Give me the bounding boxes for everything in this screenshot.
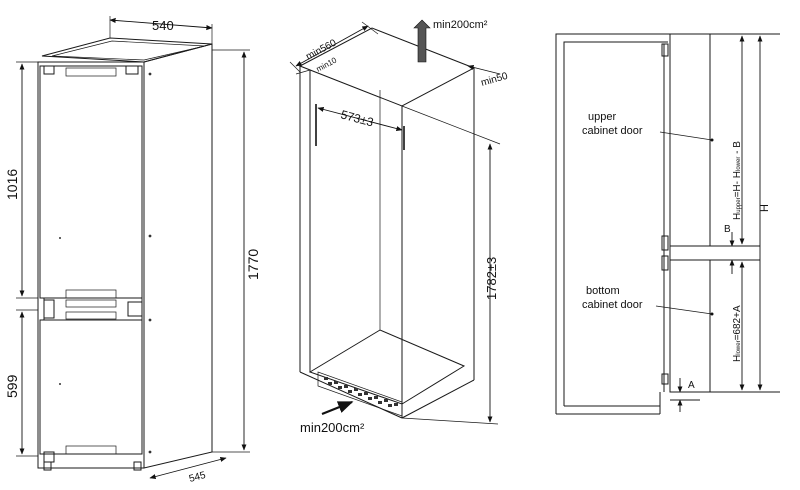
gap-b-label: B	[724, 224, 731, 235]
depth-bottom-label: 545	[188, 470, 207, 485]
gap-a-label: A	[688, 380, 695, 391]
height-upper-label: 1016	[4, 169, 20, 200]
niche-height-label: 1782±3	[484, 257, 499, 300]
h-lower-formula: Hlower=682+A	[732, 305, 743, 362]
upper-door-label-2: cabinet door	[582, 125, 643, 137]
side-section-view: upper cabinet door bottom cabinet door H…	[555, 33, 780, 415]
height-total-label: 1770	[245, 249, 261, 280]
h-upper-formula: Hupper=H- Hlower - B	[732, 141, 743, 220]
vent-bottom-label: min200cm²	[300, 420, 365, 435]
gap-min-label: min10	[315, 55, 339, 73]
vent-top-label: min200cm²	[433, 19, 488, 31]
width-top-label: 540	[152, 18, 174, 33]
upper-door-label-1: upper	[588, 111, 616, 123]
bottom-door-label-2: cabinet door	[582, 299, 643, 311]
height-lower-label: 599	[4, 374, 20, 398]
rear-gap-label: min50	[480, 71, 510, 89]
bottom-door-label-1: bottom	[586, 285, 620, 297]
vent-up-arrow-icon	[413, 19, 431, 63]
h-total-label: H	[759, 204, 771, 212]
vent-grille	[324, 377, 398, 407]
inner-width-label: 573±3	[339, 107, 375, 129]
appliance-view: 540 545 1770 1016 599	[4, 16, 261, 485]
cabinet-niche-view: min200cm² min200cm² min560 min10 min50 5…	[289, 19, 510, 435]
vent-in-arrow-icon	[321, 400, 354, 416]
